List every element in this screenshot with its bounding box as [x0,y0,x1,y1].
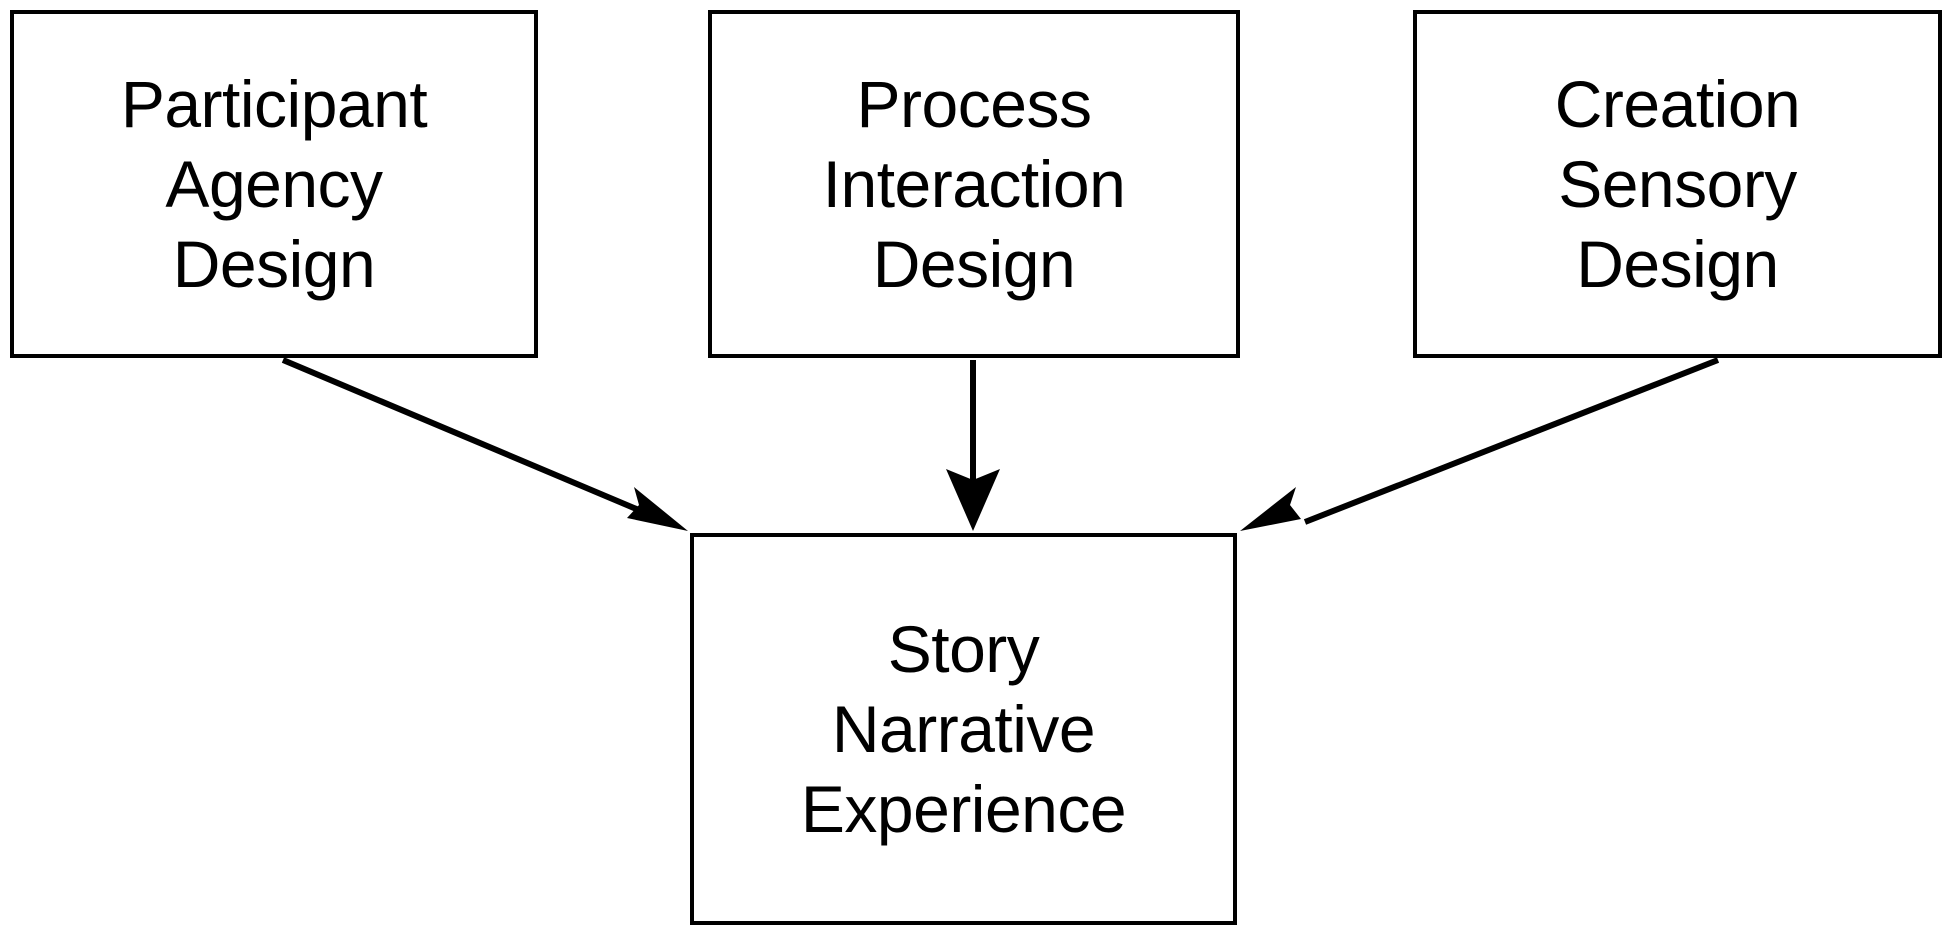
edge-process-to-story [946,360,1000,531]
node-text-line: Story [887,612,1040,686]
node-text-line: Participant [120,67,428,141]
node-text-line: Creation [1554,67,1801,141]
node-text-line: Process [856,67,1092,141]
arrowhead-icon [627,487,688,531]
arrowhead-icon [1240,487,1301,531]
node-text-line: Agency [165,147,383,221]
node-text-line: Experience [800,772,1127,846]
node-text-line: Design [172,227,376,301]
node-story-narrative-experience[interactable]: Story Narrative Experience [690,533,1237,925]
node-process-interaction-design[interactable]: Process Interaction Design [708,10,1240,358]
node-participant-agency-design[interactable]: Participant Agency Design [10,10,538,358]
node-text-line: Design [1576,227,1779,301]
edge-line [281,357,674,527]
edge-creation-to-story [1240,357,1720,531]
node-text-line: Narrative [831,692,1096,766]
node-text-line: Design [872,227,1076,301]
arrowhead-icon [946,469,1000,531]
node-creation-sensory-design[interactable]: Creation Sensory Design [1413,10,1942,358]
edge-line [1303,357,1720,525]
node-text-line: Sensory [1558,147,1797,221]
edge-participant-to-story [281,357,688,531]
node-text-line: Interaction [822,147,1126,221]
